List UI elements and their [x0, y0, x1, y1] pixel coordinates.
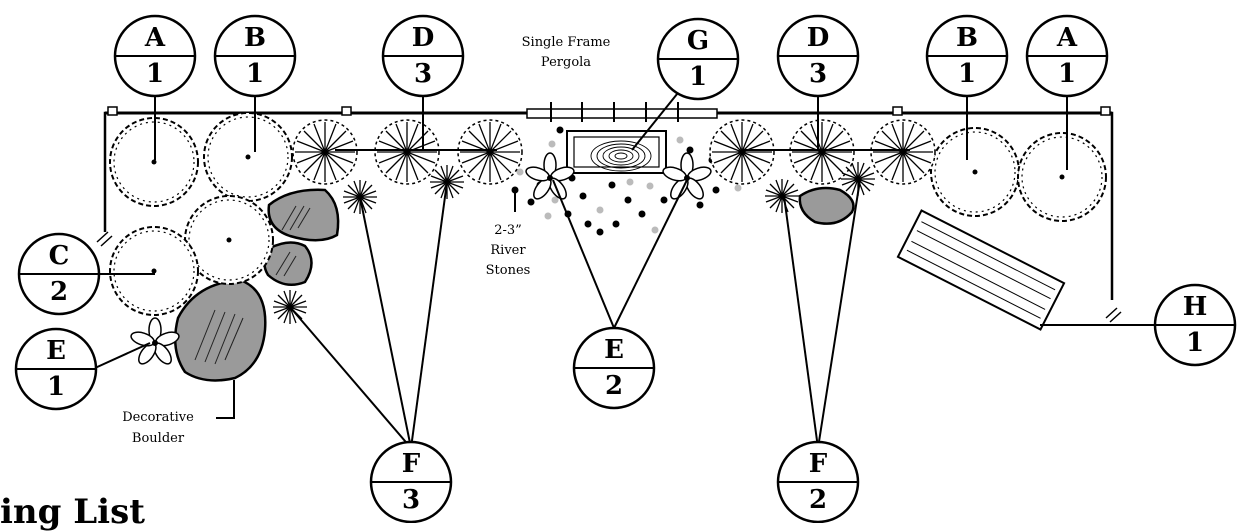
leader-lines	[92, 67, 1155, 449]
tag-letter: B	[244, 23, 266, 53]
plant-tag-a-left: A 1	[113, 14, 197, 98]
boulder-hatching	[194, 205, 311, 365]
plant-tag-a-right: A 1	[1025, 14, 1109, 98]
tag-quantity: 1	[1186, 328, 1204, 358]
plant-tag-e-center: E 2	[572, 326, 656, 410]
tag-quantity: 2	[605, 371, 623, 401]
tag-letter: F	[402, 449, 421, 479]
tag-quantity: 3	[402, 485, 420, 515]
plant-tag-c: C 2	[17, 232, 101, 316]
tag-letter: A	[1056, 23, 1078, 53]
plant-tag-b-right: B 1	[925, 14, 1009, 98]
plant-tag-g: G 1	[656, 17, 740, 101]
plant-tag-f-right: F 2	[776, 440, 860, 523]
stones-note-line3: Stones	[486, 263, 531, 278]
river-stones	[511, 126, 742, 236]
tag-quantity: 1	[958, 59, 976, 89]
tag-quantity: 2	[50, 277, 68, 307]
tag-quantity: 3	[414, 59, 432, 89]
tag-letter: E	[604, 335, 624, 365]
water-feature	[566, 130, 667, 174]
tag-letter: D	[412, 23, 435, 53]
plant-tag-d-left: D 3	[381, 14, 465, 98]
break-marks	[96, 231, 1122, 323]
tag-quantity: 1	[1058, 59, 1076, 89]
tag-quantity: 2	[809, 485, 827, 515]
stones-note-line2: River	[490, 243, 526, 258]
bench	[896, 209, 1066, 331]
decorative-boulders	[173, 186, 855, 382]
boulder-note-line1: Decorative	[122, 410, 194, 425]
plant-tag-b-left: B 1	[213, 14, 297, 98]
tag-quantity: 1	[146, 59, 164, 89]
plant-tags: A 1 B 1 D 3 G 1 D 3	[14, 14, 1237, 523]
tag-quantity: 3	[809, 59, 827, 89]
tag-quantity: 1	[246, 59, 264, 89]
tag-letter: C	[49, 241, 70, 271]
tag-letter: D	[807, 23, 830, 53]
fence-posts	[107, 106, 1111, 116]
pergola	[526, 102, 718, 122]
tag-quantity: 1	[47, 372, 65, 402]
tag-letter: E	[46, 336, 66, 366]
boulder-note-line2: Boulder	[132, 431, 185, 446]
pergola-note-line1: Single Frame	[522, 35, 611, 50]
planting-list-heading: ing List	[0, 492, 145, 532]
tag-quantity: 1	[689, 62, 707, 92]
tag-letter: A	[144, 23, 166, 53]
plant-tag-f-left: F 3	[369, 440, 453, 523]
tag-letter: G	[687, 26, 709, 56]
pergola-note-line2: Pergola	[541, 55, 591, 70]
tag-letter: H	[1183, 292, 1208, 322]
plant-tag-h: H 1	[1153, 283, 1237, 367]
tag-letter: F	[809, 449, 828, 479]
plant-tag-d-right: D 3	[776, 14, 860, 98]
tag-letter: B	[956, 23, 978, 53]
plant-tag-e-left: E 1	[14, 327, 98, 411]
stones-note-line1: 2-3”	[494, 223, 522, 238]
